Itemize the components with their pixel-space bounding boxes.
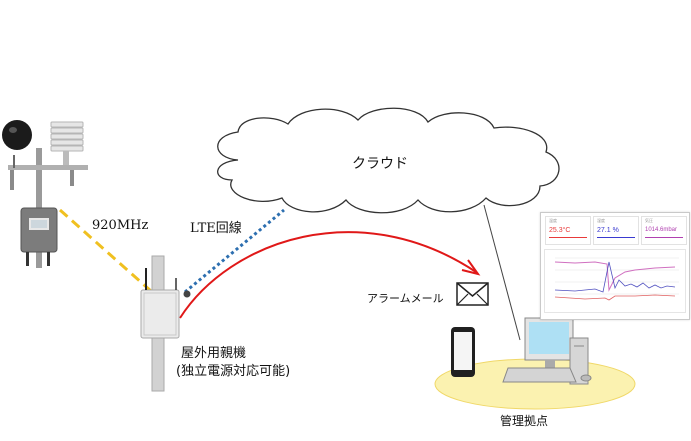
trend-line-blue	[554, 261, 676, 293]
card-bar	[549, 236, 587, 238]
alarm-link	[179, 231, 477, 319]
alarm-arrowhead	[461, 259, 481, 276]
unit-sub-label: (独立電源対応可能)	[176, 364, 291, 379]
cloud-label: クラウド	[352, 156, 408, 172]
pressure-card: 気圧 1014.6mbar	[641, 216, 687, 245]
trend-line-pink	[554, 261, 676, 292]
weather-station	[2, 120, 88, 268]
trend-plot	[544, 249, 686, 313]
temperature-card: 温度 25.3°C	[545, 216, 591, 245]
unit-name-label: 屋外用親機	[181, 346, 247, 361]
smartphone-icon	[451, 327, 475, 377]
card-value: 27.1 %	[597, 227, 619, 234]
card-value: 25.3°C	[549, 227, 571, 234]
envelope-icon	[456, 282, 489, 306]
radiation-shield-icon	[50, 121, 84, 165]
desktop-pc-icon	[502, 317, 592, 385]
card-value: 1014.6mbar	[645, 227, 678, 233]
lte-label: LTE回線	[190, 221, 242, 236]
card-bar	[597, 236, 635, 238]
radio-link	[59, 208, 153, 294]
trend-line-red	[554, 294, 676, 301]
card-bar	[645, 236, 683, 238]
cloud-icon	[217, 107, 560, 214]
card-caption: 温度	[549, 218, 557, 223]
gateway-icon	[140, 255, 191, 392]
mail-label: アラームメール	[367, 292, 444, 305]
cloud-to-pc-link	[483, 204, 521, 341]
card-caption: 湿度	[597, 218, 605, 223]
card-caption: 気圧	[645, 218, 653, 223]
base-label: 管理拠点	[500, 414, 549, 428]
humidity-card: 湿度 27.1 %	[593, 216, 639, 245]
dashboard-screenshot: 温度 25.3°C 湿度 27.1 % 気圧 1014.6mbar	[540, 212, 690, 320]
globe-sensor-icon	[2, 120, 32, 150]
radio-label: 920MHz	[92, 218, 149, 233]
logger-icon	[20, 207, 58, 266]
